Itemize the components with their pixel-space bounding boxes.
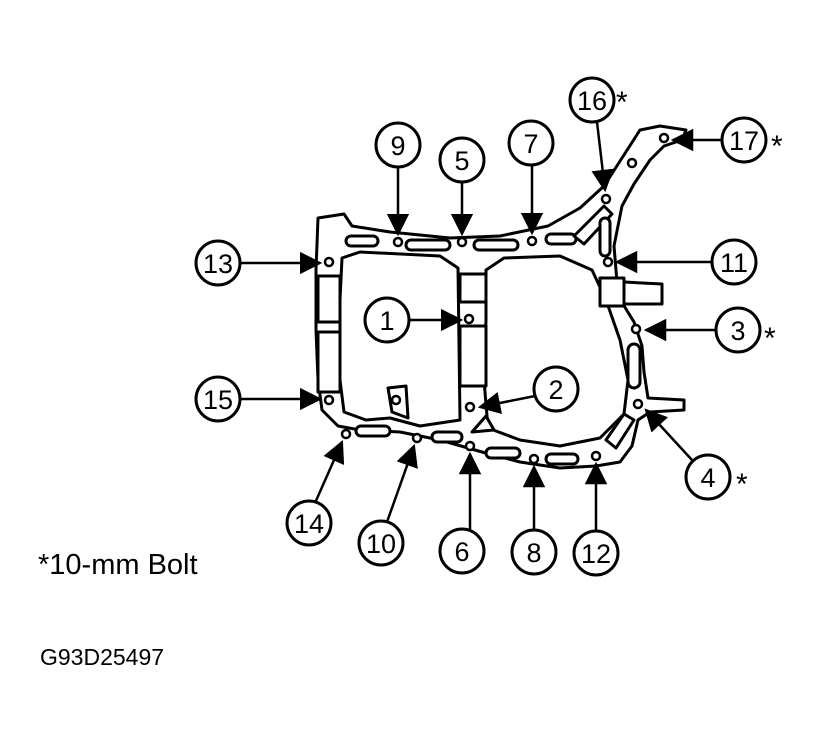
callout-14-number: 14	[294, 509, 324, 539]
callout-15: 15	[194, 375, 323, 423]
callout-17: 17 *	[670, 116, 783, 164]
bolt-holes	[323, 132, 670, 465]
callout-17-star: *	[771, 130, 783, 163]
part-drawing	[314, 124, 688, 470]
callout-10-number: 10	[366, 529, 396, 559]
callout-12: 12	[572, 461, 620, 577]
figure-code: G93D25497	[40, 644, 165, 670]
callout-17-number: 17	[729, 126, 759, 156]
callout-4-star: *	[736, 468, 748, 501]
callout-12-number: 12	[581, 539, 611, 569]
callout-16-number: 16	[577, 86, 607, 116]
callout-1: 1	[363, 296, 464, 344]
callout-14: 14	[285, 439, 345, 547]
callout-16: 16 *	[568, 76, 628, 193]
callout-13-number: 13	[203, 249, 233, 279]
callout-7: 7	[507, 119, 555, 236]
bolt-size-note: *10-mm Bolt	[38, 549, 198, 581]
callout-7-number: 7	[523, 129, 538, 159]
callout-2-number: 2	[548, 375, 563, 405]
callout-2: 2	[477, 365, 580, 415]
callout-5-number: 5	[454, 146, 469, 176]
callout-3-number: 3	[730, 316, 745, 346]
callout-4-number: 4	[700, 463, 715, 493]
callout-15-number: 15	[203, 385, 233, 415]
callout-6: 6	[438, 451, 486, 575]
callout-1-number: 1	[379, 306, 394, 336]
callout-8-number: 8	[526, 538, 541, 568]
callout-9-number: 9	[390, 131, 405, 161]
callout-9: 9	[374, 121, 422, 237]
callout-11-number: 11	[720, 248, 748, 278]
callout-10: 10	[357, 443, 418, 567]
callout-3-star: *	[764, 322, 776, 355]
callout-11: 11	[614, 238, 758, 286]
callout-16-star: *	[616, 86, 628, 119]
callout-6-number: 6	[454, 537, 469, 567]
callout-3: 3 *	[643, 306, 776, 355]
callout-8: 8	[510, 464, 558, 576]
callout-4: 4 *	[644, 408, 748, 501]
callout-5: 5	[438, 136, 486, 237]
callout-13: 13	[194, 239, 323, 287]
callouts: 1 2 3 * 4 * 5	[194, 76, 783, 577]
